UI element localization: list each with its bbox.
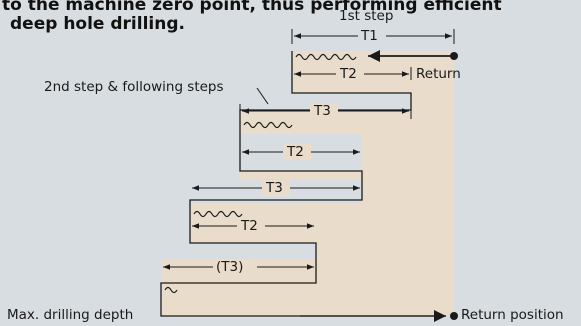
drill-wave-1 (295, 53, 357, 61)
t2-first-label: T2 (340, 66, 357, 82)
t2-second-label: T2 (287, 144, 304, 160)
second-step-label: 2nd step & following steps (44, 79, 224, 95)
intro-text-line2: deep hole drilling. (10, 14, 185, 34)
max-depth-label: Max. drilling depth (7, 307, 134, 323)
second-step-leader (256, 87, 269, 105)
drilled-outline (160, 51, 446, 317)
return-position-label: Return position (461, 307, 564, 323)
t3-first-label: T3 (314, 103, 331, 119)
t3-last-label: (T3) (216, 259, 244, 275)
t1-label: T1 (361, 28, 378, 44)
t2-third-label: T2 (241, 218, 258, 234)
drill-wave-2 (243, 121, 293, 129)
return-position-dot (450, 312, 458, 320)
drill-wave-4 (164, 286, 178, 294)
return-label: Return (416, 66, 461, 82)
drilled-region (161, 51, 454, 316)
intro-text-line1: to the machine zero point, thus performi… (2, 0, 502, 15)
first-step-label: 1st step (339, 8, 394, 24)
t3-second-label: T3 (266, 180, 283, 196)
drill-wave-3 (193, 210, 243, 218)
